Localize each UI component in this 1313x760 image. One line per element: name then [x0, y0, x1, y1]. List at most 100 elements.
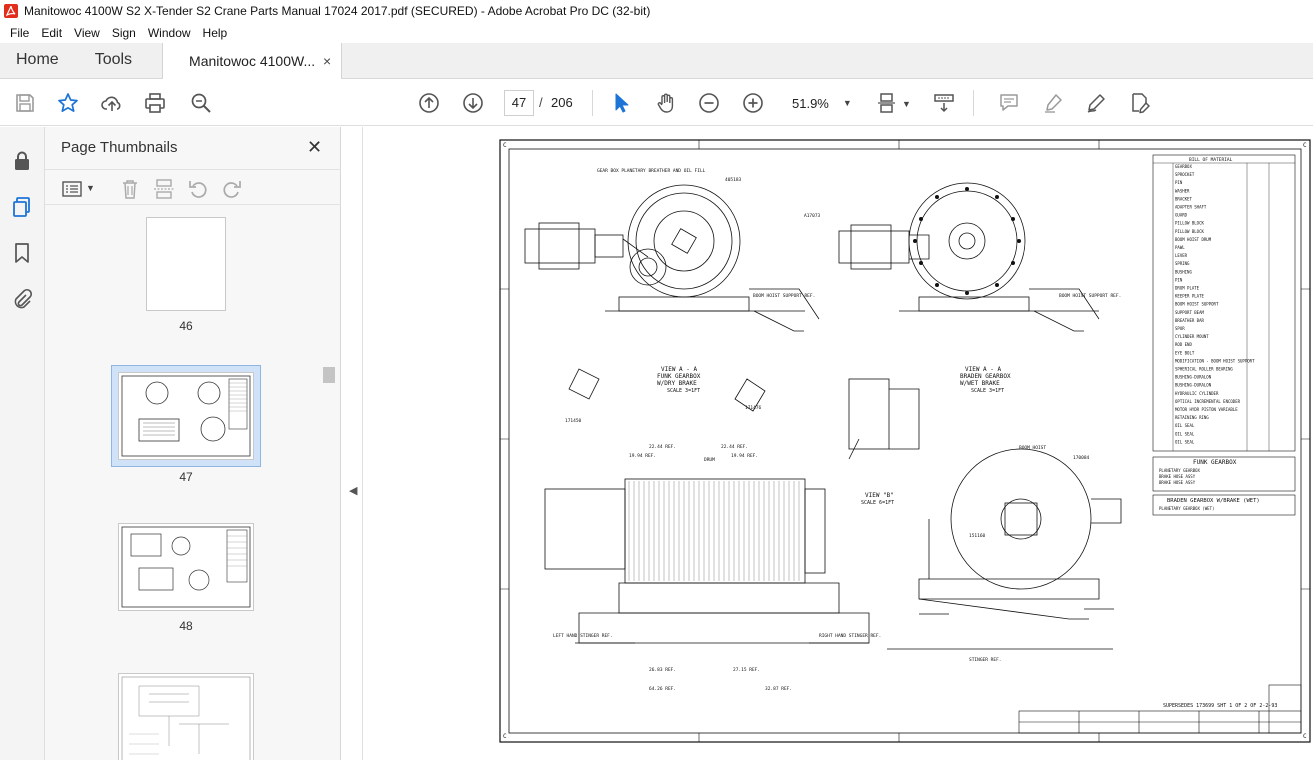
thumbnail-page-46[interactable] [146, 217, 226, 311]
thumbnail-scrollbar[interactable] [321, 217, 337, 760]
lock-icon[interactable] [10, 149, 34, 173]
dimension-label: 27.15 REF. [733, 667, 760, 673]
table-row: OPTICAL INCREMENTAL ENCODER [1175, 399, 1241, 404]
table-row: OIL SEAL [1175, 423, 1195, 428]
acrobat-app-icon [4, 4, 18, 18]
table-row: ADAPTER SHAFT [1175, 205, 1207, 210]
zoom-out-icon[interactable] [697, 91, 721, 115]
side-elevation-drawing [887, 448, 1122, 650]
dimension-label: 22.44 REF. [649, 444, 676, 450]
dimension-label: 26.83 REF. [649, 667, 676, 673]
toolbar-divider [592, 90, 593, 116]
bookmarks-icon[interactable] [10, 241, 34, 265]
dimension-label: 22.44 REF. [721, 444, 748, 450]
page-total: 206 [551, 95, 573, 110]
document-view[interactable]: C C C C VIEW A - A FUNK GEARBOX [362, 127, 1313, 760]
comment-icon[interactable] [997, 91, 1021, 115]
part-label: 171476 [745, 405, 762, 411]
upload-cloud-icon[interactable] [100, 91, 124, 115]
highlight-pen-icon[interactable] [1041, 91, 1065, 115]
options-chevron-icon[interactable]: ▼ [86, 183, 95, 193]
tab-bar: Home Tools Manitowoc 4100W... × [0, 43, 1313, 79]
part-label: 170084 [1073, 455, 1090, 461]
part-label: 151160 [969, 533, 986, 539]
tab-tools[interactable]: Tools [94, 51, 133, 68]
boom-hoist-support-label: BOOM HOIST SUPPORT REF. [753, 293, 815, 299]
zoom-level-dropdown[interactable]: 51.9% ▼ [787, 90, 857, 116]
table-row: PAWL [1175, 245, 1185, 250]
thumbnail-page-48[interactable] [118, 523, 254, 611]
select-cursor-icon[interactable] [609, 91, 633, 115]
part-label: 405183 [725, 177, 742, 183]
thumbnail-scrollbar-thumb[interactable] [323, 367, 335, 383]
left-stinger-label: LEFT HAND STINGER REF. [553, 633, 613, 639]
menu-help[interactable]: Help [202, 25, 228, 40]
options-menu-icon[interactable] [61, 178, 83, 200]
page-fit-icon[interactable] [876, 91, 900, 115]
braden-view-title-4: SCALE 3=1FT [971, 388, 1004, 394]
braden-rows: PLANETARY GEARBOX (WET) [1159, 506, 1214, 511]
page-number-input[interactable]: 47 [504, 90, 534, 116]
table-row: WASHER [1175, 188, 1190, 193]
main-toolbar: 47 / 206 51.9% ▼ ▼ [0, 80, 1313, 126]
thumbnail-page-47[interactable] [118, 372, 254, 460]
table-row: BUSHING-DURALON [1175, 383, 1212, 388]
part-label: A17073 [804, 213, 821, 219]
thumbnail-page-49[interactable] [118, 673, 254, 760]
menu-sign[interactable]: Sign [111, 25, 136, 40]
insert-page-icon[interactable] [153, 178, 175, 200]
left-navigation-rail [0, 127, 45, 760]
next-page-icon[interactable] [461, 91, 485, 115]
menu-file[interactable]: File [10, 25, 30, 40]
collapse-panel-icon[interactable]: ◀ [349, 485, 358, 497]
page-thumbnails-icon[interactable] [10, 195, 34, 219]
stinger-ref-label: STINGER REF. [969, 657, 1002, 663]
rotate-counterclockwise-icon[interactable] [187, 178, 209, 200]
zoom-search-icon[interactable] [189, 91, 213, 115]
drum-label: DRUM [704, 457, 715, 463]
dimension-label: 19.94 REF. [731, 453, 758, 459]
delete-trash-icon[interactable] [119, 178, 141, 200]
page-fit-chevron-icon[interactable]: ▼ [902, 99, 911, 109]
table-row: OIL SEAL [1175, 431, 1195, 436]
save-icon[interactable] [13, 91, 37, 115]
funk-gearbox-title: FUNK GEARBOX [1193, 459, 1237, 466]
breather-label: GEAR BOX PLANETARY BREATHER AND OIL FILL [597, 168, 706, 174]
bom-title: BILL OF MATERIAL [1189, 157, 1233, 163]
table-row: MODIFICATION - BOOM HOIST SUPPORT [1175, 358, 1255, 363]
menu-edit[interactable]: Edit [41, 25, 63, 40]
table-row: PILLOW BLOCK [1175, 221, 1204, 226]
scroll-mode-icon[interactable] [932, 91, 956, 115]
hand-tool-icon[interactable] [654, 91, 678, 115]
panel-close-icon[interactable]: ✕ [307, 137, 323, 157]
thumbnail-48-preview [121, 526, 251, 608]
page-separator: / [539, 95, 543, 110]
tab-home[interactable]: Home [16, 51, 59, 68]
draw-freehand-icon[interactable] [1084, 91, 1108, 115]
thumbnail-number: 48 [179, 619, 193, 633]
bookmark-star-icon[interactable] [56, 91, 80, 115]
attachments-paperclip-icon[interactable] [10, 287, 34, 311]
table-row: SPROCKET [1175, 172, 1195, 177]
menu-view[interactable]: View [74, 25, 100, 40]
svg-text:C: C [503, 142, 507, 149]
table-row: BOOM HOIST DRUM [1175, 237, 1212, 242]
braden-view-title-3: W/WET BRAKE [960, 380, 1000, 387]
rotate-clockwise-icon[interactable] [221, 178, 243, 200]
tab-close-icon[interactable]: × [322, 53, 332, 69]
previous-page-icon[interactable] [417, 91, 441, 115]
edit-document-icon[interactable] [1128, 91, 1152, 115]
print-icon[interactable] [143, 91, 167, 115]
tab-document[interactable]: Manitowoc 4100W... × [162, 43, 343, 79]
boom-hoist-support-label-2: BOOM HOIST SUPPORT REF. [1059, 293, 1121, 299]
title-bar: Manitowoc 4100W S2 X-Tender S2 Crane Par… [0, 0, 1313, 22]
menu-window[interactable]: Window [147, 25, 191, 40]
dimension-label: 32.87 REF. [765, 686, 792, 692]
zoom-in-icon[interactable] [741, 91, 765, 115]
table-row: PILLOW BLOCK [1175, 229, 1204, 234]
table-row: HYDRAULIC CYLINDER [1175, 391, 1219, 396]
table-row: SPUR [1175, 326, 1185, 331]
zoom-level-value: 51.9% [792, 95, 829, 111]
table-row: BREATHER BAR [1175, 318, 1204, 323]
